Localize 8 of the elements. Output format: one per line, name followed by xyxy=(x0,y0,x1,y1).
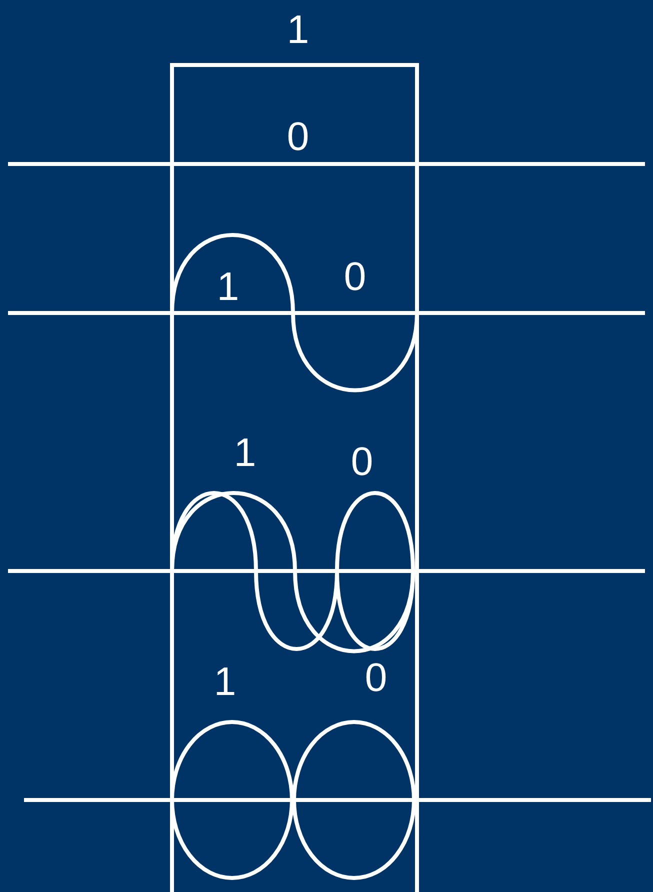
bit-label: 1 xyxy=(216,267,240,307)
bit-label: 1 xyxy=(234,433,256,473)
bit-label: 0 xyxy=(350,442,374,482)
bit-label: 0 xyxy=(364,658,388,698)
bit-label: 1 xyxy=(214,662,236,702)
bit-label: 0 xyxy=(286,117,310,157)
bit-label: 1 xyxy=(286,10,310,50)
bit-label: 0 xyxy=(344,257,366,297)
